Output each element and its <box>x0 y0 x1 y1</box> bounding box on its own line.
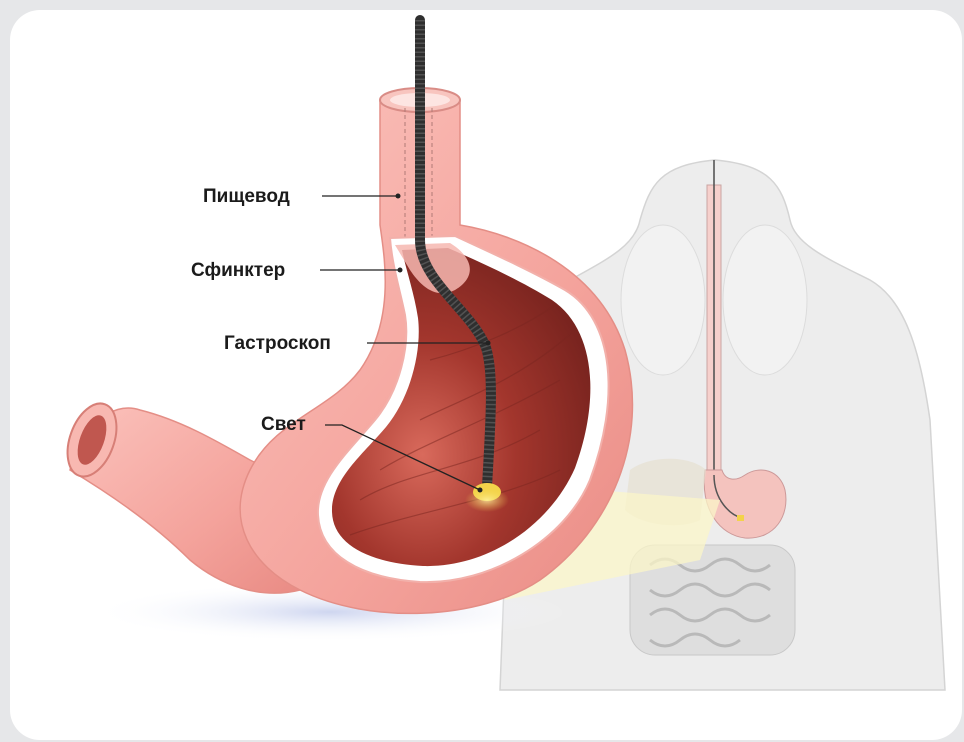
label-light: Свет <box>261 414 306 435</box>
small-light-icon <box>737 515 744 521</box>
label-esophagus: Пищевод <box>203 186 290 207</box>
stomach <box>58 88 632 613</box>
label-gastroscope: Гастроскоп <box>224 333 331 354</box>
label-sphincter: Сфинктер <box>191 260 285 281</box>
